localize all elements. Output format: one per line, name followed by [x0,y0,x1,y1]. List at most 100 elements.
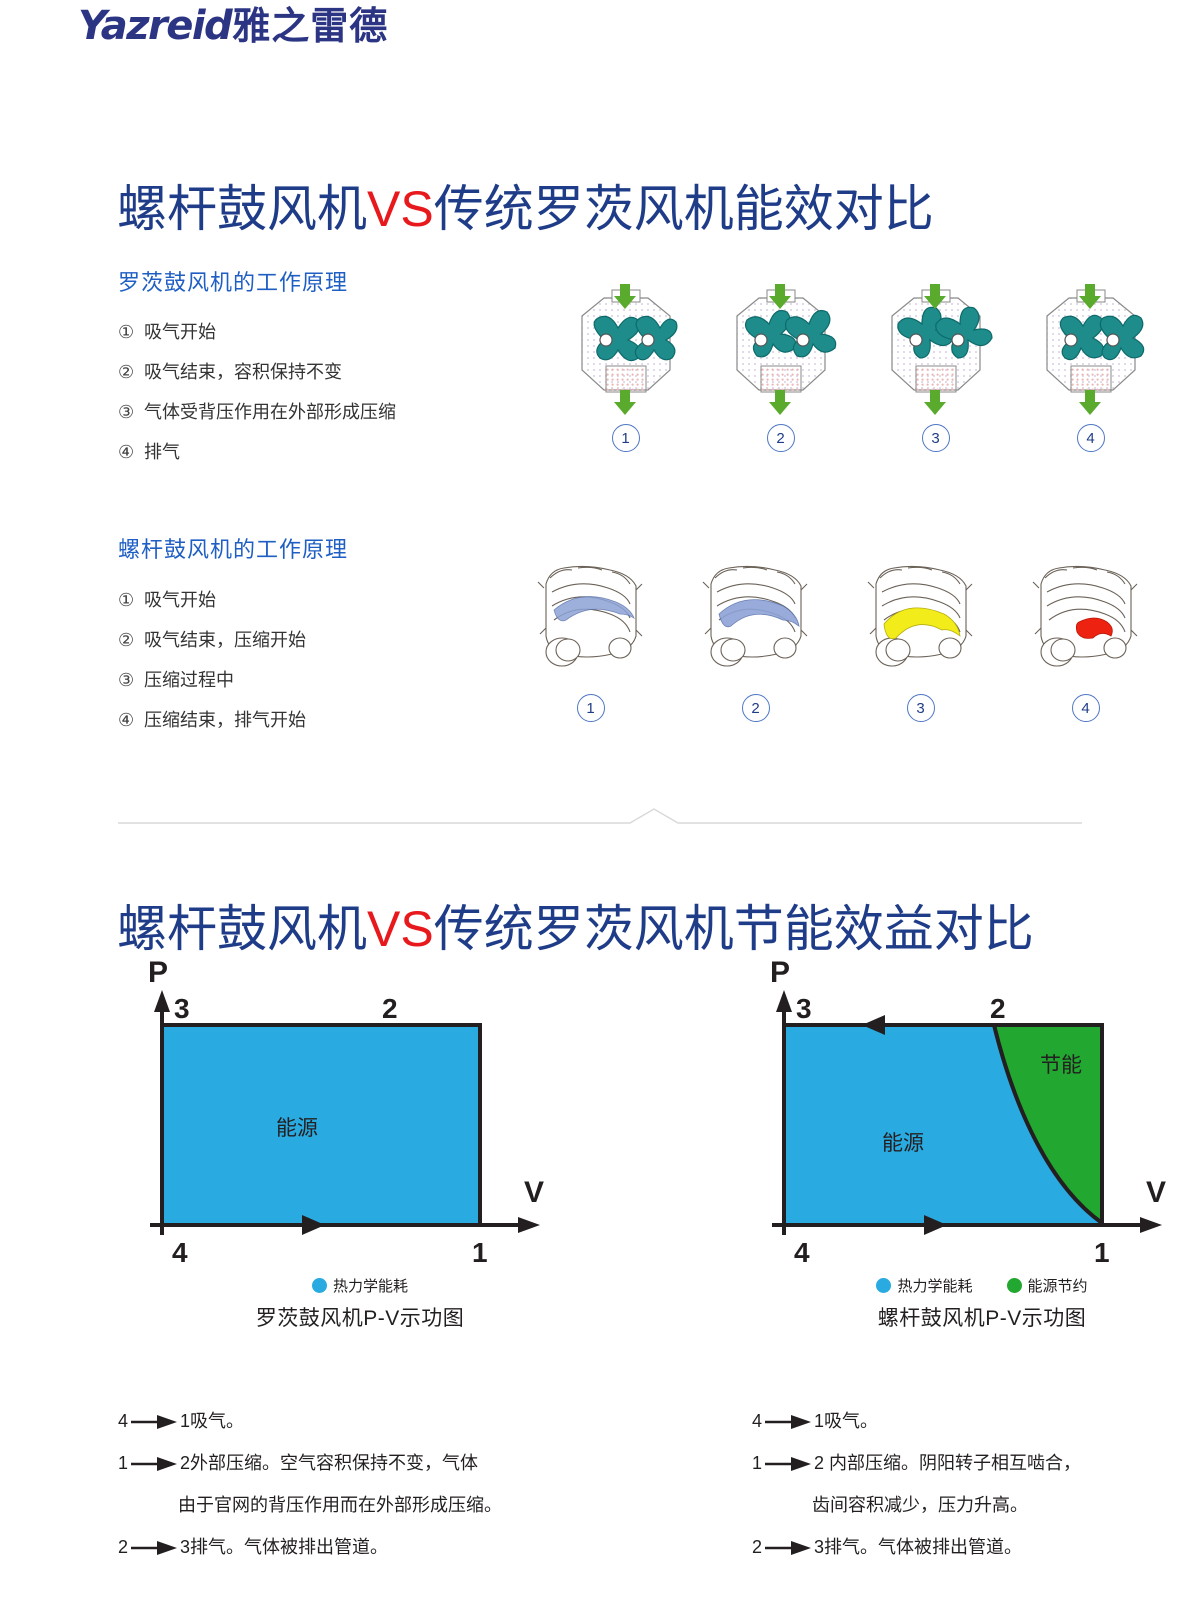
legend-dot-icon [876,1278,892,1293]
note-to: 2 [814,1453,825,1473]
note-from: 4 [752,1411,763,1431]
roots-pv-chart: P V 3 2 4 1 能源 [148,956,544,1268]
note-from: 2 [752,1537,763,1557]
step-text: 排气 [144,442,180,462]
screw-figure-3: 3 [838,548,1003,722]
section-divider [118,808,1082,824]
step-text: 吸气结束，压缩开始 [144,630,306,650]
corner-label-4: 4 [172,1237,188,1268]
figure-badge: 2 [741,694,770,722]
list-item: ① 吸气开始 [118,312,396,352]
corner-label-1: 1 [1094,1237,1110,1268]
step-number: ② [118,362,135,382]
list-item: ③ 压缩过程中 [118,660,306,700]
figure-badge: 4 [1071,694,1100,722]
step-number: ② [118,630,135,650]
cycle-direction-arrow [302,1215,325,1235]
roots-blower-diagram-icon [1045,284,1144,415]
right-arrow-icon [131,1415,178,1430]
note-from: 1 [118,1453,129,1473]
corner-label-1: 1 [472,1237,488,1268]
roots-principle-subtitle: 罗茨鼓风机的工作原理 [118,270,349,295]
roots-blower-diagram-icon [735,284,836,415]
right-arrow-icon [131,1457,178,1472]
corner-label-3: 3 [174,993,190,1024]
p-axis-label: P [770,956,790,989]
legend-item: 能源节约 [1006,1275,1088,1296]
figure-badge: 3 [921,424,950,452]
note-text: 排气。气体被排出管道。 [190,1537,389,1557]
step-text: 压缩过程中 [144,670,234,690]
step-text: 吸气结束，容积保持不变 [144,362,342,382]
thermodynamic-energy-area [160,1023,482,1227]
section1-title-vs: VS [367,180,434,237]
list-item: ③ 气体受背压作用在外部形成压缩 [118,392,396,432]
roots-figure-4: 4 [1013,278,1168,452]
step-number: ③ [118,402,135,422]
figure-badge: 1 [576,694,605,722]
roots-figure-1: 1 [548,278,703,452]
saving-annotation: 节能 [1040,1054,1082,1077]
screw-pv-chart: P V 3 2 4 1 能源 节能 [770,956,1166,1268]
legend-dot-icon [311,1278,327,1293]
roots-figure-row: 1 2 [548,278,1168,452]
roots-chart-caption: 罗茨鼓风机P-V示功图 [255,1307,465,1330]
screw-figure-2: 2 [673,548,838,722]
list-item: ② 吸气结束，容积保持不变 [118,352,396,392]
screw-chart-legend: 热力学能耗 能源节约 [742,1275,1200,1296]
legend-label: 热力学能耗 [332,1278,408,1295]
screw-figure-1: 1 [508,548,673,722]
step-number: ③ [118,670,135,690]
brand-logo: Yazreid 雅之雷德 [78,6,388,46]
note-text: 吸气。 [824,1411,879,1431]
corner-label-2: 2 [990,993,1006,1024]
screw-figure-row: 1 2 [508,548,1168,722]
v-axis-arrowhead [1140,1217,1162,1233]
section2-title-vs: VS [367,900,434,957]
area-annotation: 能源 [882,1132,924,1155]
v-axis-arrowhead [518,1217,540,1233]
p-axis-arrowhead [154,990,170,1012]
compression-curve [992,1024,1104,1225]
right-arrow-icon [131,1541,178,1556]
note-line-continuation: 由于官网的背压作用而在外部形成压缩。 [178,1495,502,1515]
legend-item: 热力学能耗 [311,1275,408,1296]
step-text: 压缩结束，排气开始 [144,710,306,730]
screw-figure-4: 4 [1003,548,1168,722]
screw-pv-chart-block: P V 3 2 4 1 能源 节能 热力学能耗 能源节约 螺杆鼓风机P-V示功图 [742,950,1200,1332]
section1-title: 螺杆鼓风机VS传统罗茨风机能效对比 [117,184,934,234]
step-text: 气体受背压作用在外部形成压缩 [144,402,396,422]
note-to: 3 [814,1537,825,1557]
section2-title-pre: 螺杆鼓风机 [117,900,367,957]
note-from: 4 [118,1411,129,1431]
p-axis-arrowhead [776,990,792,1012]
legend-dot-icon [1006,1278,1022,1293]
cycle-direction-arrow-bottom [924,1215,947,1235]
brand-logo-latin: Yazreid [78,3,233,49]
note-from: 1 [752,1453,763,1473]
roots-figure-3: 3 [858,278,1013,452]
step-text: 吸气开始 [144,322,216,342]
right-arrow-icon [765,1541,812,1556]
step-number: ① [118,322,135,342]
section2-title: 螺杆鼓风机VS传统罗茨风机节能效益对比 [117,904,1034,954]
thermodynamic-energy-area [784,1025,1102,1225]
note-text: 排气。气体被排出管道。 [824,1537,1023,1557]
right-arrow-icon [765,1457,812,1472]
right-arrow-icon [765,1415,812,1430]
screw-rotor-diagram-icon [537,565,642,667]
v-axis-label: V [1146,1176,1166,1209]
cycle-direction-arrow-top [862,1015,885,1035]
roots-blower-diagram-icon [890,284,993,415]
section1-title-post: 传统罗茨风机能效对比 [433,180,934,237]
screw-rotor-diagram-icon [702,565,807,667]
screw-principle-subtitle: 螺杆鼓风机的工作原理 [118,537,349,562]
corner-label-3: 3 [796,993,812,1024]
